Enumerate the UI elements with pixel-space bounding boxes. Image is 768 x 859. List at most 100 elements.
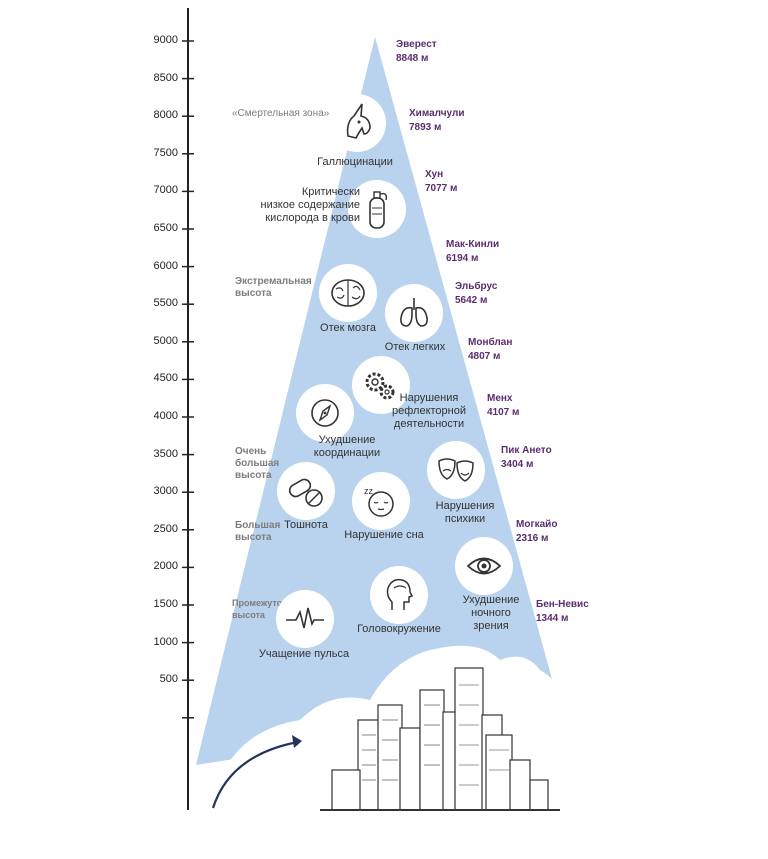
axis-tick-label: 5500 [153,297,178,310]
symptom-label-line: зрения [473,620,509,632]
city-skyline [320,667,560,811]
climb-arrow-head [292,735,302,748]
peak-hun: Хун 7077 м [425,168,457,196]
unicorn-icon [346,103,371,139]
symptom-circle-reflex [352,356,410,414]
symptom-label-brain: Отек мозга [305,322,391,335]
peak-name: Монблан [468,337,513,348]
heartbeat-icon [286,607,324,629]
symptom-label-coordination: Ухудшение координации [302,434,392,460]
symptom-label-reflex: Нарушения рефлекторной деятельности [384,392,474,431]
lungs-icon [400,298,428,327]
peak-montblanc: Монблан 4807 м [468,336,512,364]
axis-tick-label: 1000 [153,635,178,648]
symptom-label-hallucinations: Галлюцинации [300,156,410,169]
peak-name: Эльбрус [455,281,498,292]
axis-tick-label: 3000 [153,485,178,498]
oxygen-tank-icon [369,191,388,229]
axis-tick-label: 7500 [153,146,178,159]
symptom-label-line: кислорода в крови [265,212,360,224]
axis-tick-label: 2500 [153,522,178,535]
peak-height: 4807 м [468,351,501,362]
symptom-circle-dizziness [370,566,428,624]
symptom-label-line: психики [444,513,486,525]
peak-name: Хималчули [409,108,465,119]
symptom-label-line: Критически [301,186,360,198]
symptom-label-line: рефлекторной [391,405,466,417]
zone-death-label: «Смертельная зона» [232,108,330,119]
axis-tick-label: 4500 [153,372,178,385]
theater-masks-icon [438,458,474,482]
symptom-circle-coordination [296,384,354,442]
peak-elbrus: Эльбрус 5642 м [455,280,497,308]
axis-tick-label: 2000 [153,560,178,573]
symptom-label-night-vision: Ухудшение ночного зрения [448,594,534,633]
peak-height: 1344 м [536,613,569,624]
peak-height: 7893 м [409,122,442,133]
sleepy-face-icon: zz [364,486,394,517]
symptom-label-line: деятельности [393,418,465,430]
zone-high-line: высота [235,532,272,543]
peak-name: Могкайо [516,519,558,530]
symptom-label-line: Нарушения [399,392,459,404]
peak-mench: Менх 4107 м [487,392,519,420]
eye-icon [466,557,502,575]
symptom-label-line: низкое содержание [260,199,360,211]
peak-height: 4107 м [487,407,520,418]
gears-icon [365,372,395,400]
zone-intermediate-line: высота [232,610,265,620]
zone-extreme-line: Экстремальная [235,276,312,287]
axis-tick-label: 5000 [153,334,178,347]
symptom-circle-brain [319,264,377,322]
zone-intermediate: Промежуточная высота [232,597,303,621]
zone-very-high-line: большая [235,458,280,469]
symptom-label-line: ночного [471,607,511,619]
axis-tick-label: 8000 [153,109,178,122]
zone-extreme-line: высота [235,288,272,299]
zone-high-line: Большая [235,520,281,531]
peak-bennevis: Бен-Невис 1344 м [536,598,589,626]
symptom-label-line: Тошнота [284,519,328,531]
zone-death: «Смертельная зона» [232,108,329,120]
symptom-circle-sleep: zz [352,472,410,530]
peak-height: 3404 м [501,459,534,470]
symptom-label-pulse: Учащение пульса [254,648,354,661]
peak-name: Мак-Кинли [446,239,500,250]
axis-tick-label: 1500 [153,598,178,610]
peak-name: Бен-Невис [536,599,589,610]
peak-name: Эверест [396,39,437,50]
axis-tick-label: 6500 [153,222,178,234]
zone-very-high: Очень большая высота [235,446,279,482]
symptom-label-line: Галлюцинации [317,156,393,168]
symptom-label-line: Отек легких [384,341,446,353]
zone-very-high-line: высота [235,470,272,481]
peak-name: Менх [487,393,513,404]
symptom-circle-oxygen [348,180,406,238]
symptom-circle-night-vision [455,537,513,595]
peak-height: 8848 м [396,53,429,64]
axis-tick-label: 6000 [153,259,178,272]
symptom-label-line: Учащение пульса [258,648,350,660]
peak-height: 2316 м [516,533,549,544]
zone-intermediate-line: Промежуточная [232,598,303,608]
symptom-circle-psyche [427,441,485,499]
symptom-label-dizziness: Головокружение [348,623,450,636]
symptom-circle-pulse [276,590,334,648]
zone-very-high-line: Очень [235,446,267,457]
symptom-circle-lungs [385,284,443,342]
symptom-label-psyche: Нарушения психики [420,500,510,526]
symptom-label-line: Нарушение сна [344,529,424,541]
symptom-label-line: Ухудшение [462,594,520,606]
zone-high: Большая высота [235,520,280,544]
peak-height: 5642 м [455,295,488,306]
peak-name: Пик Ането [501,445,552,456]
axis-tick-label: 8500 [153,71,178,84]
zone-extreme: Экстремальная высота [235,276,312,300]
peak-height: 7077 м [425,183,458,194]
peak-name: Хун [425,169,444,180]
axis-tick-label: 3500 [153,447,178,460]
svg-text:zz: zz [364,486,374,496]
peak-aneto: Пик Ането 3404 м [501,444,552,472]
axis-tick-label: 4000 [153,410,178,422]
symptom-label-nausea: Тошнота [266,519,346,532]
